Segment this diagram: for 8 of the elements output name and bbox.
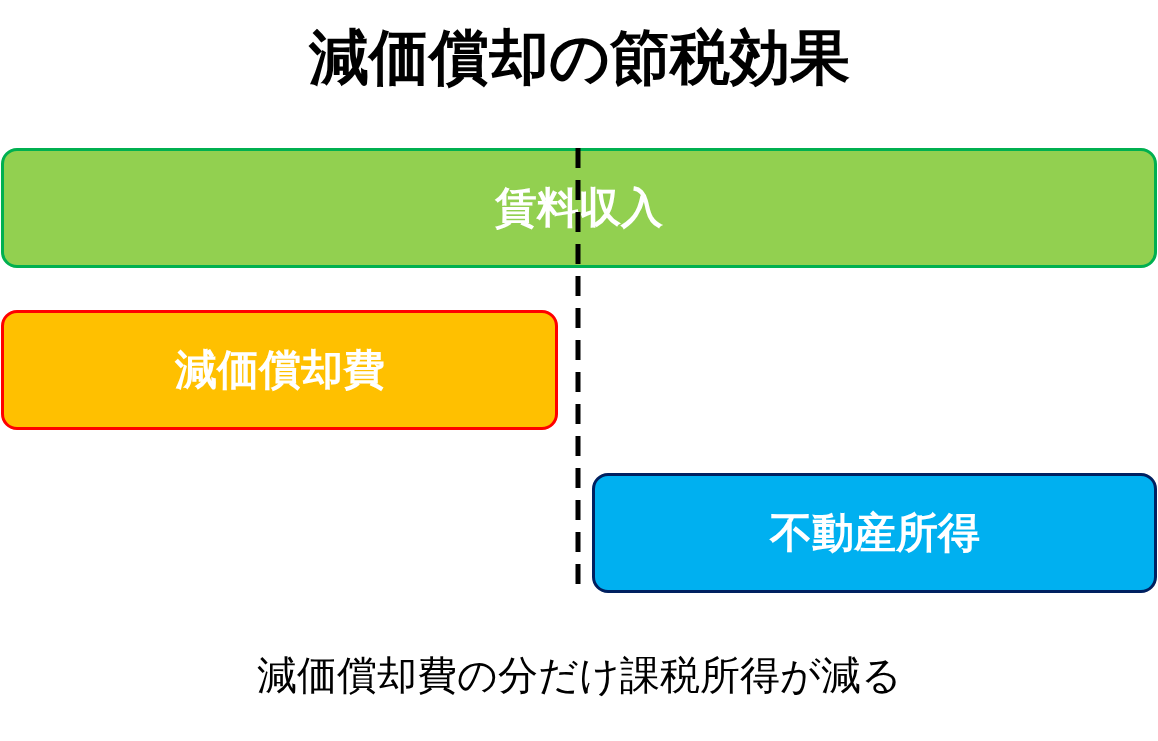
caption-text: 減価償却費の分だけ課税所得が減る xyxy=(256,651,902,700)
bar-label: 減価償却費 xyxy=(174,344,385,396)
bar-label: 賃料収入 xyxy=(495,182,663,234)
revenue-bar xyxy=(1,148,1157,268)
bar-label: 不動産所得 xyxy=(769,507,980,559)
diagram-title: 減価償却の節税効果 xyxy=(308,21,850,94)
income-bar xyxy=(592,473,1157,593)
depreciation-bar xyxy=(1,310,558,430)
